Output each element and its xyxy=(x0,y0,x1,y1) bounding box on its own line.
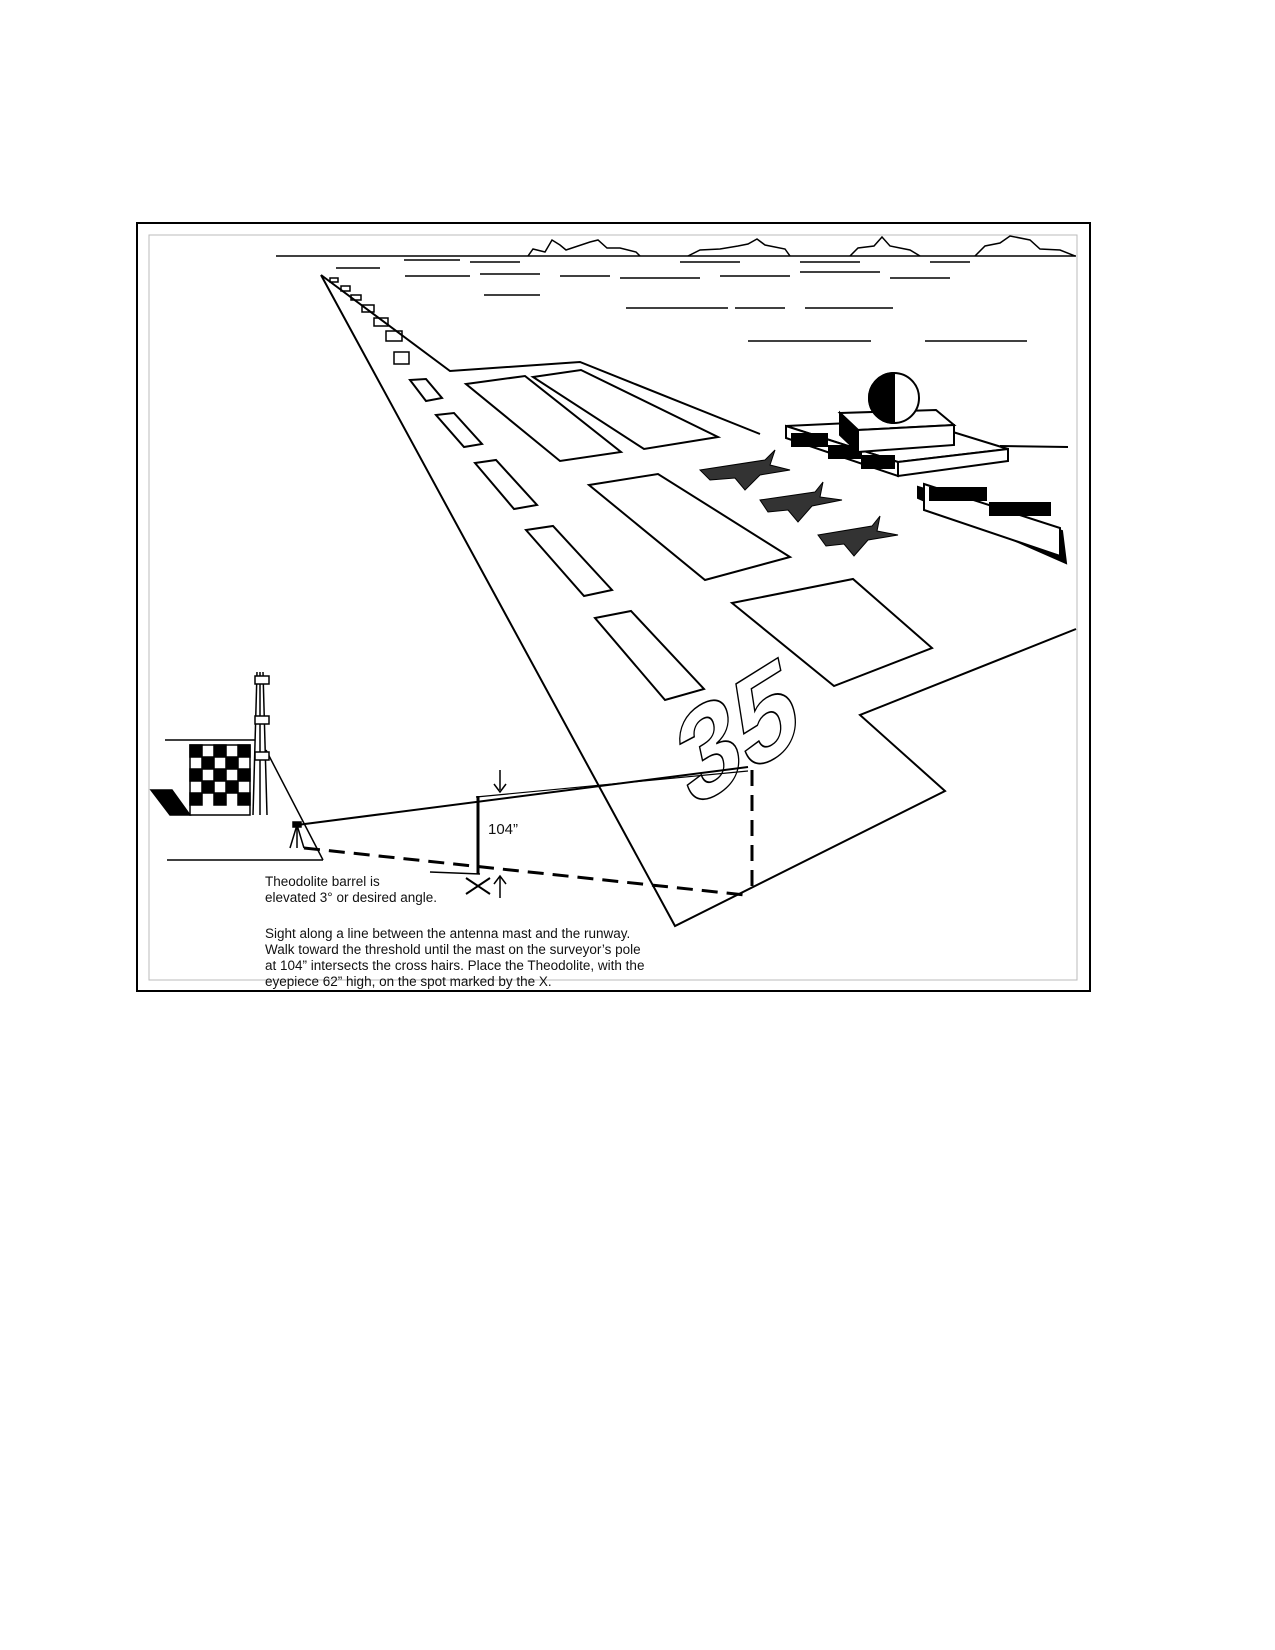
surveyors-pole xyxy=(429,770,507,898)
ground-dashed-line xyxy=(303,770,754,897)
distant-terrain xyxy=(336,259,1027,342)
instructions-line-2: Walk toward the threshold until the mast… xyxy=(265,942,641,957)
centerline-stripes xyxy=(408,377,706,702)
theodolite xyxy=(289,821,305,849)
threshold-lights xyxy=(329,277,410,365)
theodolite-ground xyxy=(167,749,324,861)
runway-number: 35 xyxy=(666,627,809,837)
instructions-line-3: at 104” intersects the cross hairs. Plac… xyxy=(265,958,645,973)
theodolite-note-line-2: elevated 3° or desired angle. xyxy=(265,890,438,905)
radar-building xyxy=(785,371,1068,565)
instructions-line-4: eyepiece 62” high, on the spot marked by… xyxy=(265,974,552,989)
theodolite-note-line-1: Theodolite barrel is xyxy=(265,874,380,889)
instructions-line-1: Sight along a line between the antenna m… xyxy=(265,926,631,941)
figure-frame xyxy=(136,222,1091,992)
runway xyxy=(320,274,1077,928)
apron-pads xyxy=(463,368,934,688)
x-marker xyxy=(465,877,491,895)
horizon xyxy=(276,235,1076,257)
antenna-shelter xyxy=(149,671,270,816)
sightline xyxy=(296,766,749,826)
height-label: 104” xyxy=(488,821,519,838)
parked-aircraft xyxy=(698,449,899,557)
inner-frame xyxy=(148,234,1078,981)
